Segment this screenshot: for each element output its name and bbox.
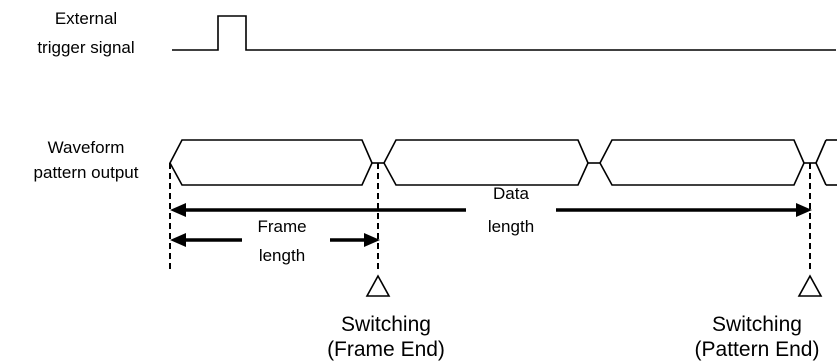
- frame-block-1: [169, 139, 373, 186]
- data-length-arrowhead-left: [170, 203, 186, 217]
- frame-length-arrowhead-left: [170, 233, 186, 247]
- switch-frame-label-line2: (Frame End): [327, 338, 445, 361]
- frame-length-arrowhead-right: [364, 233, 380, 247]
- frame-length-label-line2: length: [259, 246, 305, 265]
- next-pattern-edge-upper: [815, 139, 827, 164]
- frame-block-2: [383, 139, 589, 186]
- switch-frame-label-line1: Switching: [341, 313, 431, 336]
- trigger-label-line1: External: [55, 9, 117, 28]
- waveform-label-line2: pattern output: [34, 163, 139, 182]
- frame-block-3: [599, 139, 805, 186]
- trigger-label-line2: trigger signal: [37, 38, 134, 57]
- waveform-label-line1: Waveform: [48, 138, 125, 157]
- switch-pattern-label-line1: Switching: [712, 313, 802, 336]
- switch-pattern-label-line2: (Pattern End): [695, 338, 820, 361]
- data-length-label-line2: length: [488, 217, 534, 236]
- pattern-end-triangle-icon: [797, 274, 823, 297]
- frame-end-triangle-icon: [365, 274, 391, 297]
- next-pattern-edge-lower: [815, 162, 827, 186]
- trigger-signal-line: [172, 15, 836, 51]
- data-length-label-line1: Data: [493, 184, 529, 203]
- data-length-arrowhead-right: [796, 203, 812, 217]
- frame-length-label-line1: Frame: [257, 217, 306, 236]
